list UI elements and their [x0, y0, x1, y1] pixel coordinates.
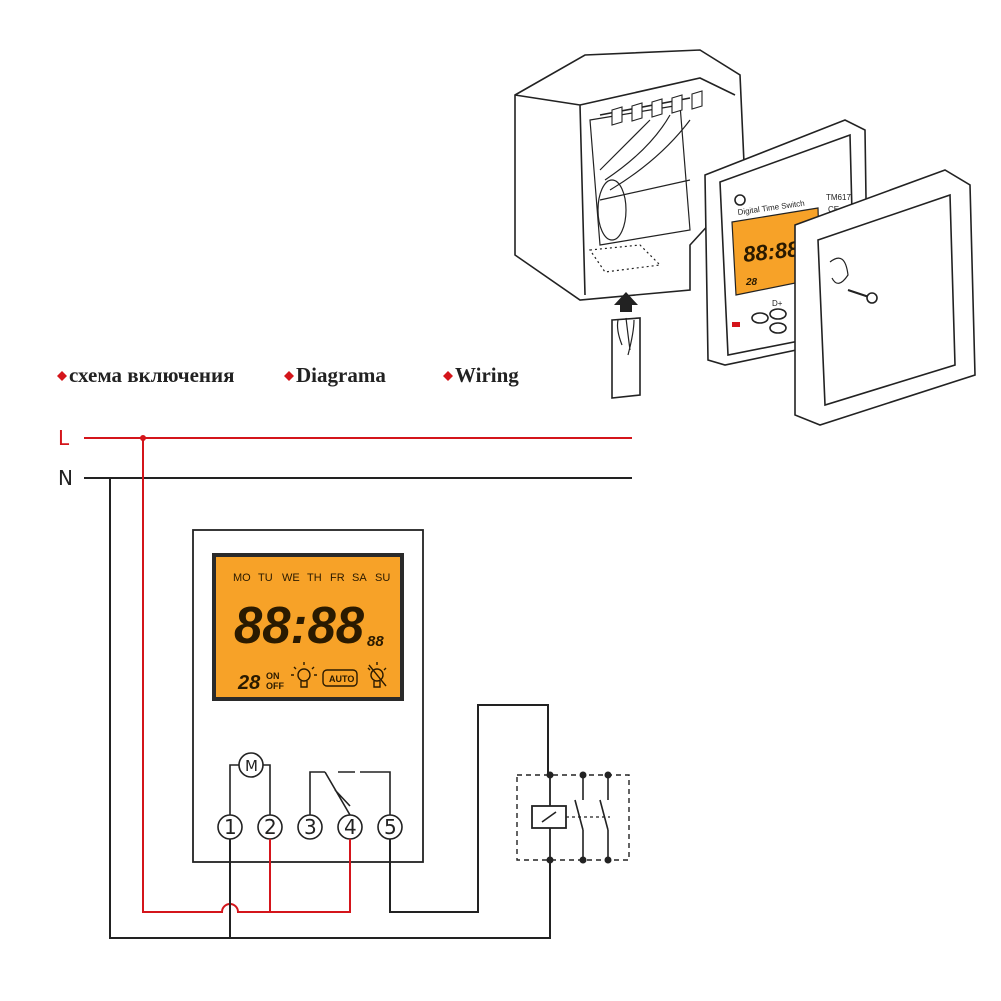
diamond-icon: [284, 371, 294, 381]
lcd-day: TH: [307, 572, 322, 584]
device-ce-mark: CE: [828, 205, 839, 214]
lcd-day: SU: [375, 572, 390, 584]
diamond-icon: [443, 371, 453, 381]
motor-wire: [229, 764, 271, 815]
lcd-time: 88:88: [234, 597, 364, 655]
terminal-number: 2: [264, 815, 277, 839]
terminal-number: 5: [384, 815, 397, 839]
lcd-screen: [216, 557, 400, 697]
installation-illustration: Digital Time Switch TM617 CE 88:88 28 D+: [514, 49, 976, 426]
relay-contact-2: [599, 775, 609, 860]
lcd-day: MO: [233, 572, 251, 584]
back-box-cavity: [589, 104, 691, 246]
cable-wires: [616, 317, 635, 356]
device-button-3: [769, 322, 787, 334]
relay-node: [546, 771, 554, 779]
device-lcd-time: 88:88: [742, 236, 801, 267]
relay-node: [546, 856, 554, 864]
front-screw-head: [866, 292, 878, 304]
lcd-days: MO TU WE TH FR SA SU: [233, 572, 390, 584]
motor-label: M: [245, 757, 258, 775]
relay-contact-1: [574, 775, 584, 860]
lcd-seconds: 88: [367, 633, 384, 650]
back-box-terminals: [611, 90, 703, 126]
lcd-off-label: OFF: [266, 681, 284, 691]
insert-arrow: [614, 292, 638, 312]
relay-node: [579, 856, 587, 864]
lcd-day: SA: [352, 572, 367, 584]
headings: схема включения Diagrama Wiring: [57, 363, 519, 387]
diamond-icon: [57, 371, 67, 381]
device-button-2: [769, 308, 787, 320]
back-box-wires: [599, 114, 691, 201]
lcd-day: TU: [258, 572, 273, 584]
lcd-day: WE: [282, 572, 300, 584]
neutral-line-label: N: [58, 466, 73, 490]
lcd-auto-badge: [322, 669, 358, 687]
terminal-number: 1: [224, 815, 237, 839]
device-button-1: [751, 312, 769, 324]
relay-node: [604, 771, 612, 779]
live-junction: [140, 435, 146, 441]
output-wire: [389, 704, 549, 913]
heading-russian: схема включения: [69, 363, 234, 387]
relay-contactor: [516, 771, 630, 864]
switch-contact: [309, 771, 391, 816]
device-lcd-program: 28: [745, 277, 758, 288]
relay-node: [579, 771, 587, 779]
back-box-inner: [514, 77, 736, 296]
back-box-hole: [597, 179, 627, 241]
terminal-number: 4: [344, 815, 357, 839]
live-line-label: L: [58, 426, 70, 450]
relay-node: [604, 856, 612, 864]
device-model-label: TM617: [826, 193, 851, 202]
lcd-day: FR: [330, 572, 345, 584]
front-frame-hinge: [829, 257, 849, 284]
terminals: 1 2 3 4 5: [217, 814, 403, 840]
front-frame-window: [817, 193, 956, 407]
neutral-drop-wire: [109, 478, 551, 939]
lcd-on-label: ON: [266, 671, 280, 681]
relay-dashed-box: [516, 774, 630, 861]
cable: [611, 317, 641, 399]
device-button-label: D+: [772, 299, 783, 308]
lcd-auto-label: AUTO: [329, 674, 354, 684]
lcd-display: MO TU WE TH FR SA SU 88:88 88 28 ON OFF …: [212, 553, 404, 701]
light-off-icon: [367, 662, 387, 688]
heading-english: Wiring: [455, 363, 519, 387]
relay-coil-mark: [541, 811, 557, 823]
heading-spanish: Diagrama: [296, 363, 386, 387]
lcd-program-number: 28: [237, 672, 261, 694]
device-led: [732, 322, 740, 327]
terminal-circle: [297, 814, 323, 840]
device-screw-left: [734, 194, 746, 206]
light-bulb-icon: [291, 662, 317, 688]
terminal-number: 3: [304, 815, 317, 839]
